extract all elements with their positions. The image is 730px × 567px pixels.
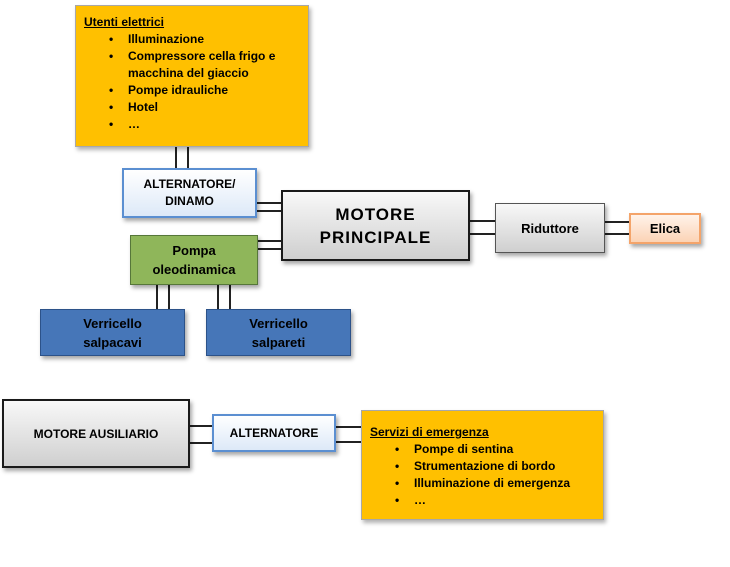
hydraulic-pump-line2: oleodinamica — [152, 262, 236, 277]
main-engine-line1: MOTORE — [335, 204, 416, 224]
alternator-dynamo-box: ALTERNATORE/ DINAMO — [122, 168, 257, 218]
reducer-label: Riduttore — [521, 220, 579, 236]
winch-nets-line2: salpareti — [251, 334, 306, 350]
alternator-dynamo-line1: ALTERNATORE/ — [143, 177, 236, 191]
winch-nets-line1: Verricello — [249, 315, 308, 331]
emergency-services-title: Servizi di emergenza — [370, 425, 489, 439]
main-engine-line2: PRINCIPALE — [319, 227, 432, 247]
list-item: Illuminazione di emergenza — [395, 475, 595, 492]
emergency-services-list: Pompe di sentina Strumentazione di bordo… — [370, 441, 595, 509]
list-item: Pompe di sentina — [395, 441, 595, 458]
winch-cables-box: Verricello salpacavi — [40, 309, 185, 356]
main-engine-box: MOTORE PRINCIPALE — [281, 190, 470, 261]
list-item: Illuminazione — [109, 31, 300, 48]
reducer-box: Riduttore — [495, 203, 605, 253]
list-item: … — [109, 116, 300, 133]
winch-cables-line1: Verricello — [83, 315, 142, 331]
alternator-label: ALTERNATORE — [229, 425, 319, 440]
propeller-label: Elica — [649, 221, 681, 236]
alternator-dynamo-line2: DINAMO — [165, 194, 214, 208]
winch-cables-line2: salpacavi — [83, 334, 142, 350]
list-item: Compressore cella frigo e macchina del g… — [109, 48, 300, 82]
alternator-box: ALTERNATORE — [212, 414, 336, 452]
list-item: Pompe idrauliche — [109, 82, 300, 99]
hydraulic-pump-box: Pompa oleodinamica — [130, 235, 258, 285]
aux-engine-box: MOTORE AUSILIARIO — [2, 399, 190, 468]
hydraulic-pump-line1: Pompa — [172, 243, 216, 258]
electric-users-title: Utenti elettrici — [84, 15, 165, 29]
electric-users-list: Illuminazione Compressore cella frigo e … — [84, 31, 300, 133]
aux-engine-label: MOTORE AUSILIARIO — [33, 426, 159, 441]
winch-nets-box: Verricello salpareti — [206, 309, 351, 356]
electric-users-box: Utenti elettrici Illuminazione Compresso… — [75, 5, 309, 147]
emergency-services-box: Servizi di emergenza Pompe di sentina St… — [361, 410, 604, 520]
propeller-box: Elica — [629, 213, 701, 244]
list-item: Strumentazione di bordo — [395, 458, 595, 475]
list-item: … — [395, 492, 595, 509]
list-item: Hotel — [109, 99, 300, 116]
